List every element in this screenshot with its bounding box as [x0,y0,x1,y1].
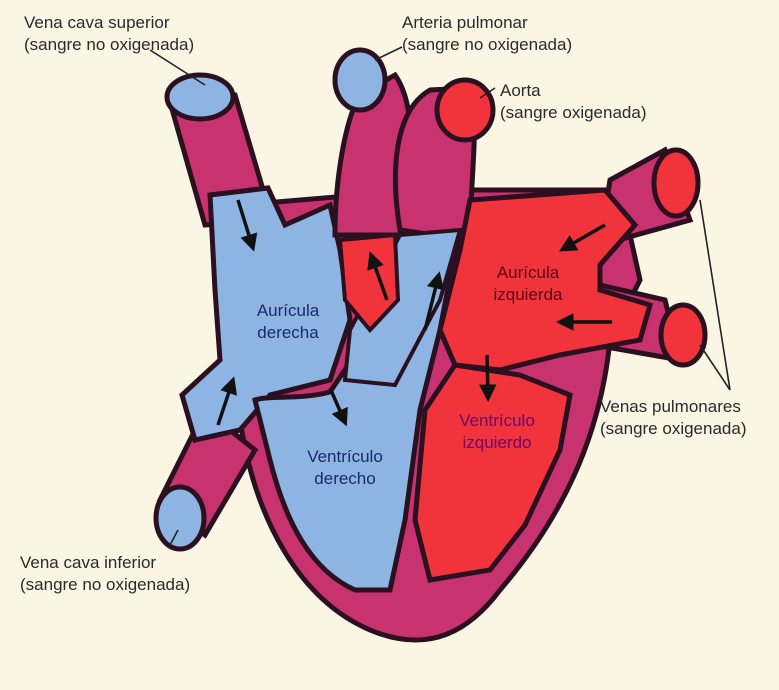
chamber-ventriculo-izquierdo: Ventrículo izquierdo [442,410,552,454]
leader-venas-pulmonares-lower [700,345,730,390]
chamber-ventriculo-derecho-line1: Ventrículo [290,446,400,468]
aorta-opening [437,80,493,140]
label-aorta: Aorta (sangre oxigenada) [500,80,646,124]
arrow-la-to-lv [487,355,488,395]
chamber-ventriculo-izquierdo-line2: izquierdo [442,432,552,454]
label-venas-pulmonares-line2: (sangre oxigenada) [600,418,746,440]
label-arteria-pulmonar-line2: (sangre no oxigenada) [402,34,572,56]
label-aorta-line2: (sangre oxigenada) [500,102,646,124]
chamber-auricula-derecha-line2: derecha [238,322,338,344]
pulmonary-vein-lower-opening [661,305,705,365]
label-vena-cava-superior: Vena cava superior (sangre no oxigenada) [24,12,194,56]
chamber-auricula-izquierda: Aurícula izquierda [478,262,578,306]
label-vena-cava-inferior-line1: Vena cava inferior [20,552,190,574]
chamber-ventriculo-derecho: Ventrículo derecho [290,446,400,490]
leader-arteria-pulmonar [375,47,402,60]
chamber-auricula-izquierda-line2: izquierda [478,284,578,306]
pulmonary-vein-upper-opening [654,150,698,216]
label-venas-pulmonares: Venas pulmonares (sangre oxigenada) [600,396,746,440]
left-ventricle-chamber [415,365,570,580]
label-venas-pulmonares-line1: Venas pulmonares [600,396,746,418]
label-arteria-pulmonar-line1: Arteria pulmonar [402,12,572,34]
label-vena-cava-inferior: Vena cava inferior (sangre no oxigenada) [20,552,190,596]
label-arteria-pulmonar: Arteria pulmonar (sangre no oxigenada) [402,12,572,56]
chamber-ventriculo-derecho-line2: derecho [290,468,400,490]
chamber-auricula-derecha: Aurícula derecha [238,300,338,344]
label-vena-cava-superior-line2: (sangre no oxigenada) [24,34,194,56]
chamber-auricula-derecha-line1: Aurícula [238,300,338,322]
label-vena-cava-inferior-line2: (sangre no oxigenada) [20,574,190,596]
label-vena-cava-superior-line1: Vena cava superior [24,12,194,34]
chamber-auricula-izquierda-line1: Aurícula [478,262,578,284]
vena-cava-inferior-opening [156,487,204,549]
label-aorta-line1: Aorta [500,80,646,102]
leader-venas-pulmonares-upper [700,200,730,390]
chamber-ventriculo-izquierdo-line1: Ventrículo [442,410,552,432]
